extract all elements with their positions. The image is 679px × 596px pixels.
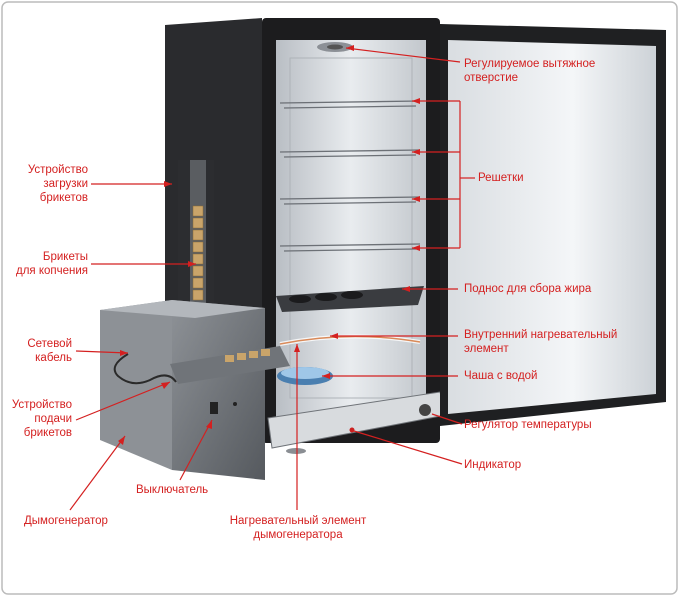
temperature-knob-icon [419,404,431,416]
briquette-feeder-tray [170,346,290,384]
label-indicator: Индикатор [464,459,522,471]
smoker-cabinet-illustration [100,18,666,480]
drip-tray [276,286,424,312]
smoke-generator [100,300,265,480]
water-bowl [277,367,333,385]
cabinet-interior [276,40,426,418]
label-switch: Выключатель [136,484,209,496]
racks [279,100,421,252]
label-smoke-generator: Дымогенератор [24,515,108,527]
label-racks: Решетки [478,172,524,184]
label-drip-tray: Поднос для сбора жира [464,283,592,295]
vent [317,42,353,52]
label-temperature-control: Регулятор температуры [464,419,592,431]
indicator-light-icon [349,427,355,433]
power-cable [113,353,177,385]
label-water-bowl: Чаша с водой [464,370,538,382]
power-switch-icon [210,402,218,414]
open-door [440,24,666,426]
